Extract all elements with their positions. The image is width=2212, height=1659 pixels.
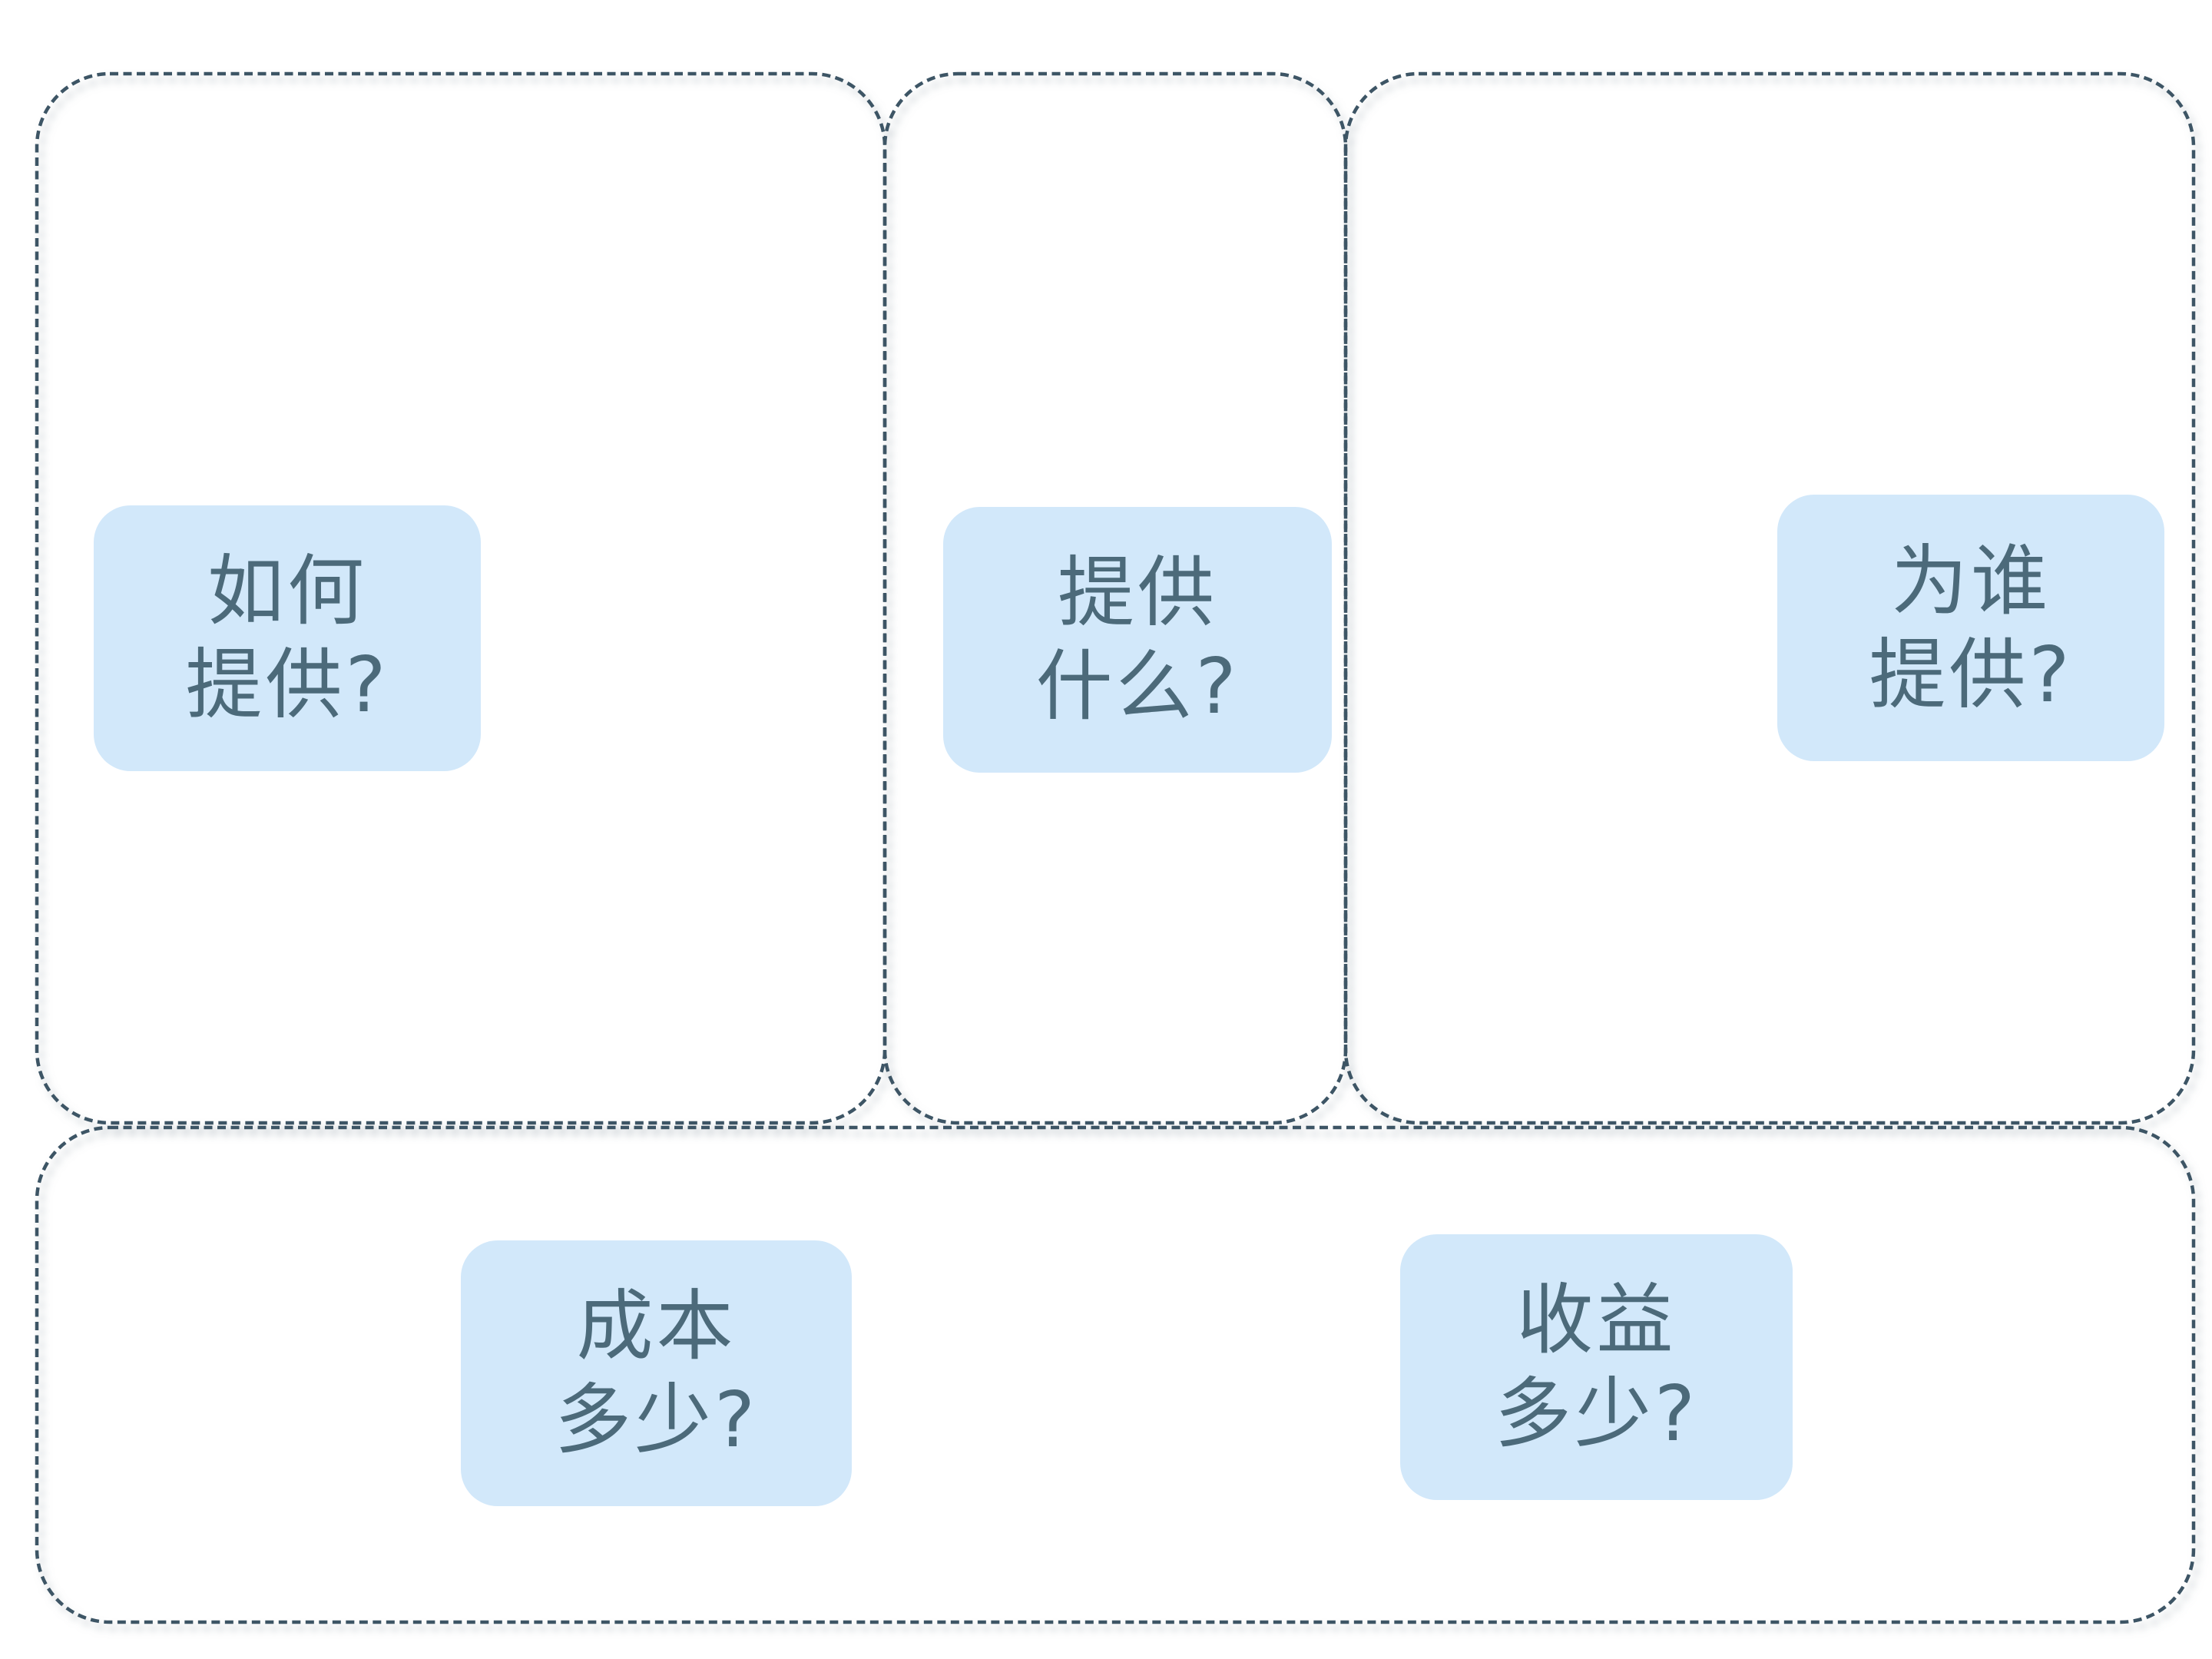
label-for-whom-to-provide-line1: 为谁 — [1891, 535, 2051, 626]
label-how-much-revenue: 收益 多少? — [1400, 1234, 1793, 1500]
label-for-whom-to-provide: 为谁 提供? — [1777, 495, 2164, 761]
label-what-to-provide-line2: 什么? — [1035, 641, 1240, 731]
label-for-whom-to-provide-line2: 提供? — [1869, 629, 2073, 720]
label-what-to-provide-line1: 提供 — [1058, 548, 1217, 637]
label-how-much-cost: 成本 多少? — [461, 1240, 852, 1506]
label-how-much-revenue-line2: 多少? — [1494, 1369, 1699, 1459]
panel-cost-revenue — [35, 1125, 2196, 1624]
label-how-much-cost-line1: 成本 — [576, 1281, 737, 1371]
panel-what-to-provide — [882, 71, 1348, 1125]
label-how-to-provide-line2: 提供? — [185, 640, 389, 730]
label-how-much-cost-line2: 多少? — [554, 1375, 759, 1465]
label-how-to-provide: 如何 提供? — [94, 505, 481, 771]
label-how-much-revenue-line1: 收益 — [1516, 1275, 1677, 1365]
label-how-to-provide-line1: 如何 — [207, 546, 367, 636]
label-what-to-provide: 提供 什么? — [943, 507, 1332, 773]
panel-for-whom-to-provide — [1343, 71, 2196, 1125]
